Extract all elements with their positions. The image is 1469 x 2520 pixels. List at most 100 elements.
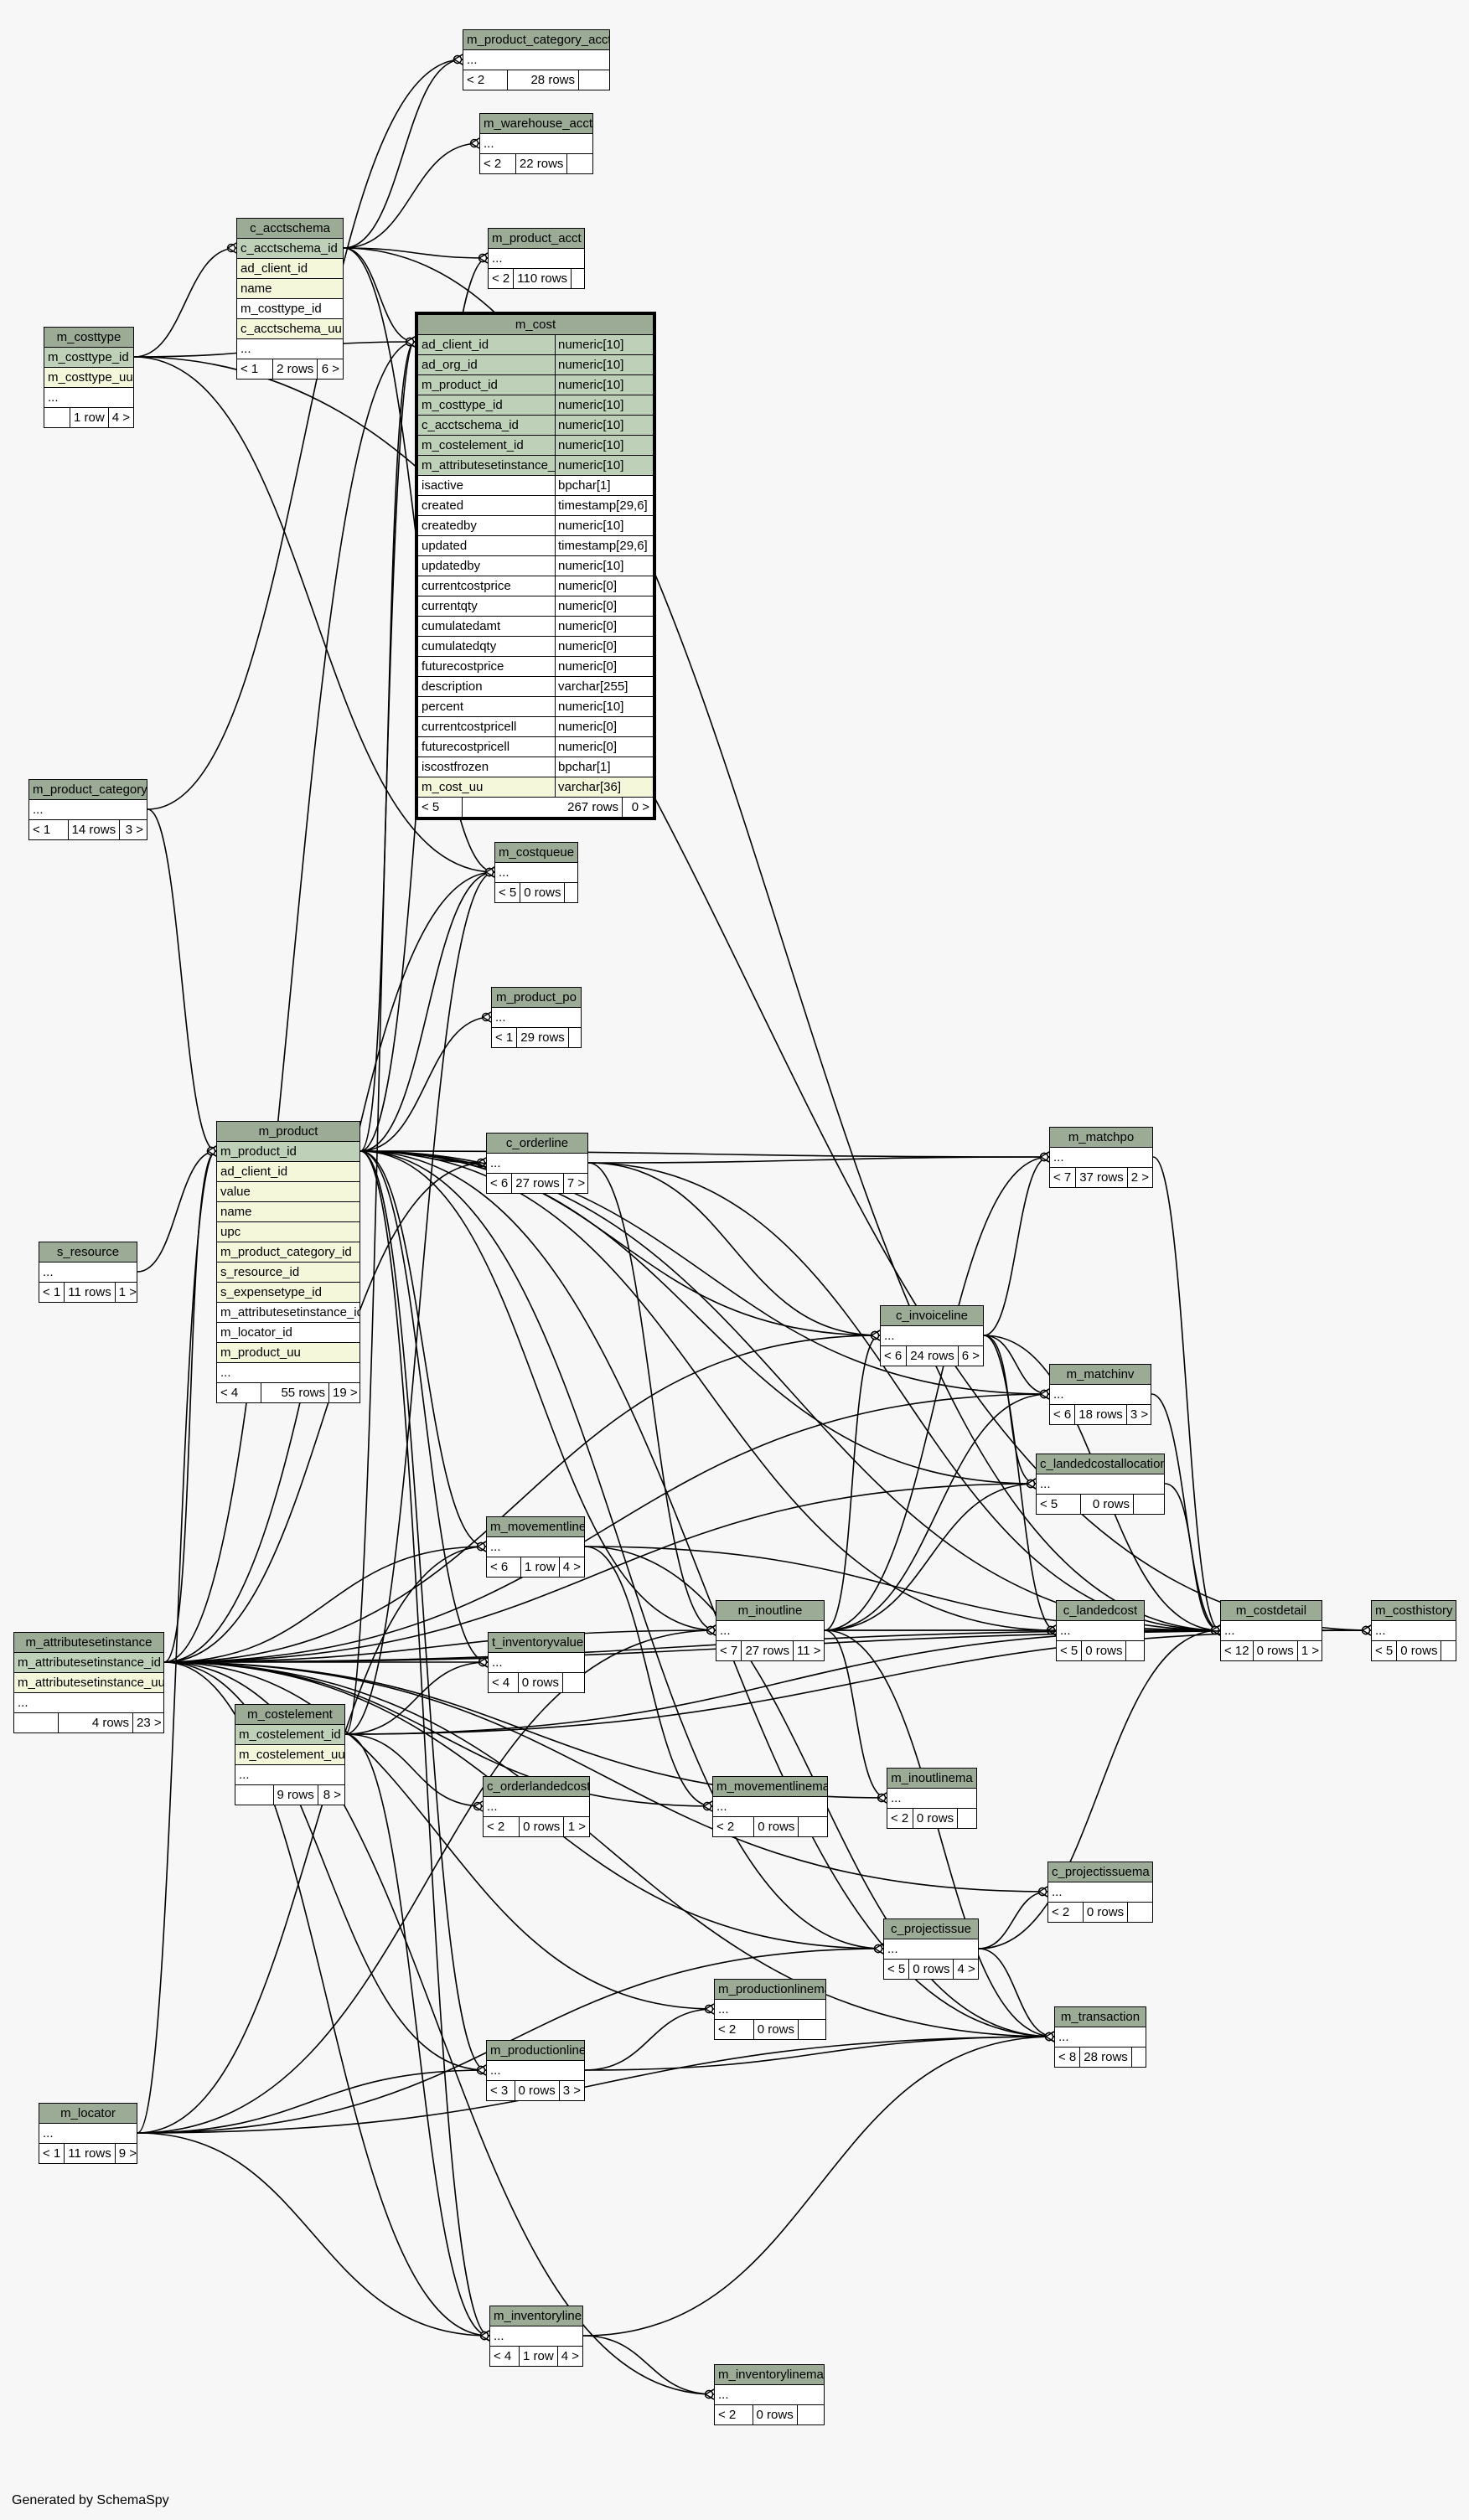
parents-count[interactable]: < 2 bbox=[713, 1817, 755, 1836]
parents-count[interactable]: < 1 bbox=[29, 820, 69, 839]
column-row[interactable]: ... bbox=[1050, 1385, 1151, 1405]
children-count[interactable] bbox=[1134, 1495, 1164, 1514]
column-row[interactable]: ... bbox=[480, 134, 592, 154]
column-row[interactable]: ... bbox=[713, 1797, 827, 1817]
table-name[interactable]: m_inventoryline bbox=[490, 2306, 582, 2326]
parents-count[interactable]: < 4 bbox=[490, 2347, 520, 2366]
column-row[interactable]: ... bbox=[715, 2000, 825, 2020]
column-row[interactable]: ... bbox=[463, 50, 609, 70]
column-row[interactable]: ... bbox=[1057, 1621, 1144, 1641]
table-name[interactable]: t_inventoryvalue bbox=[489, 1633, 584, 1653]
column-row[interactable]: ... bbox=[489, 1653, 584, 1673]
column-row[interactable]: m_costtype_id bbox=[44, 348, 133, 368]
column-row[interactable]: ... bbox=[484, 1797, 589, 1817]
column-row[interactable]: ... bbox=[217, 1363, 359, 1383]
parents-count[interactable]: < 1 bbox=[39, 1283, 65, 1302]
parents-count[interactable]: < 2 bbox=[1048, 1903, 1084, 1922]
column-row[interactable]: name bbox=[237, 279, 343, 299]
table-name[interactable]: c_orderlandedcost bbox=[484, 1777, 589, 1797]
children-count[interactable]: 1 > bbox=[567, 1820, 586, 1834]
children-count[interactable] bbox=[958, 1809, 976, 1828]
children-count[interactable]: 4 > bbox=[111, 411, 130, 425]
column-row[interactable]: ... bbox=[14, 1693, 163, 1713]
table-name[interactable]: m_costtype bbox=[44, 328, 133, 348]
column-row[interactable]: m_locator_id bbox=[217, 1323, 359, 1343]
children-count[interactable]: 3 > bbox=[562, 2084, 581, 2098]
children-count[interactable]: 2 > bbox=[1130, 1170, 1149, 1185]
parents-count[interactable]: < 5 bbox=[1037, 1495, 1081, 1514]
children-count[interactable]: 4 > bbox=[957, 1962, 975, 1976]
column-row[interactable]: ad_client_id bbox=[237, 259, 343, 279]
column-row[interactable]: ... bbox=[489, 249, 584, 269]
column-row[interactable]: m_costtype_id bbox=[237, 299, 343, 319]
table-name[interactable]: m_inoutline bbox=[716, 1601, 824, 1621]
parents-count[interactable]: < 2 bbox=[480, 154, 516, 173]
parents-count[interactable]: < 2 bbox=[887, 1809, 913, 1828]
parents-count[interactable]: < 7 bbox=[716, 1641, 742, 1660]
column-row[interactable]: ... bbox=[887, 1789, 976, 1809]
column-row[interactable]: ... bbox=[495, 863, 577, 883]
parents-count[interactable]: < 7 bbox=[1050, 1168, 1077, 1187]
column-row[interactable]: ... bbox=[1372, 1621, 1456, 1641]
children-count[interactable]: 3 > bbox=[1130, 1407, 1149, 1422]
parents-count[interactable]: < 5 bbox=[495, 883, 521, 902]
parents-count[interactable]: < 1 bbox=[237, 359, 274, 379]
children-count[interactable]: 23 > bbox=[137, 1716, 162, 1730]
children-count[interactable] bbox=[569, 1028, 581, 1047]
column-row[interactable]: name bbox=[217, 1202, 359, 1222]
column-row[interactable]: ... bbox=[1037, 1474, 1164, 1495]
children-count[interactable] bbox=[572, 269, 584, 288]
table-name[interactable]: m_warehouse_acct bbox=[480, 114, 592, 134]
table-name[interactable]: m_productionline bbox=[487, 2041, 584, 2061]
column-row[interactable]: ... bbox=[39, 1263, 137, 1283]
parents-count[interactable]: < 5 bbox=[1372, 1641, 1398, 1660]
column-row[interactable]: ... bbox=[716, 1621, 824, 1641]
parents-count[interactable] bbox=[235, 1785, 274, 1805]
column-row[interactable]: m_costelement_id bbox=[235, 1725, 344, 1745]
table-name[interactable]: m_matchpo bbox=[1050, 1128, 1152, 1148]
column-row[interactable]: ... bbox=[1221, 1621, 1322, 1641]
table-name[interactable]: m_inventorylinema bbox=[715, 2365, 824, 2385]
column-row[interactable]: s_resource_id bbox=[217, 1263, 359, 1283]
table-name[interactable]: m_costhistory bbox=[1372, 1601, 1456, 1621]
column-row[interactable]: ... bbox=[39, 2124, 137, 2144]
children-count[interactable] bbox=[799, 2020, 825, 2039]
table-name[interactable]: m_product_category_acct bbox=[463, 30, 609, 50]
children-count[interactable] bbox=[1132, 2048, 1146, 2067]
parents-count[interactable]: < 4 bbox=[217, 1383, 261, 1402]
table-name[interactable]: m_transaction bbox=[1055, 2007, 1146, 2027]
column-row[interactable]: ... bbox=[487, 1154, 587, 1174]
children-count[interactable]: 3 > bbox=[125, 823, 143, 837]
parents-count[interactable]: < 12 bbox=[1221, 1641, 1254, 1660]
